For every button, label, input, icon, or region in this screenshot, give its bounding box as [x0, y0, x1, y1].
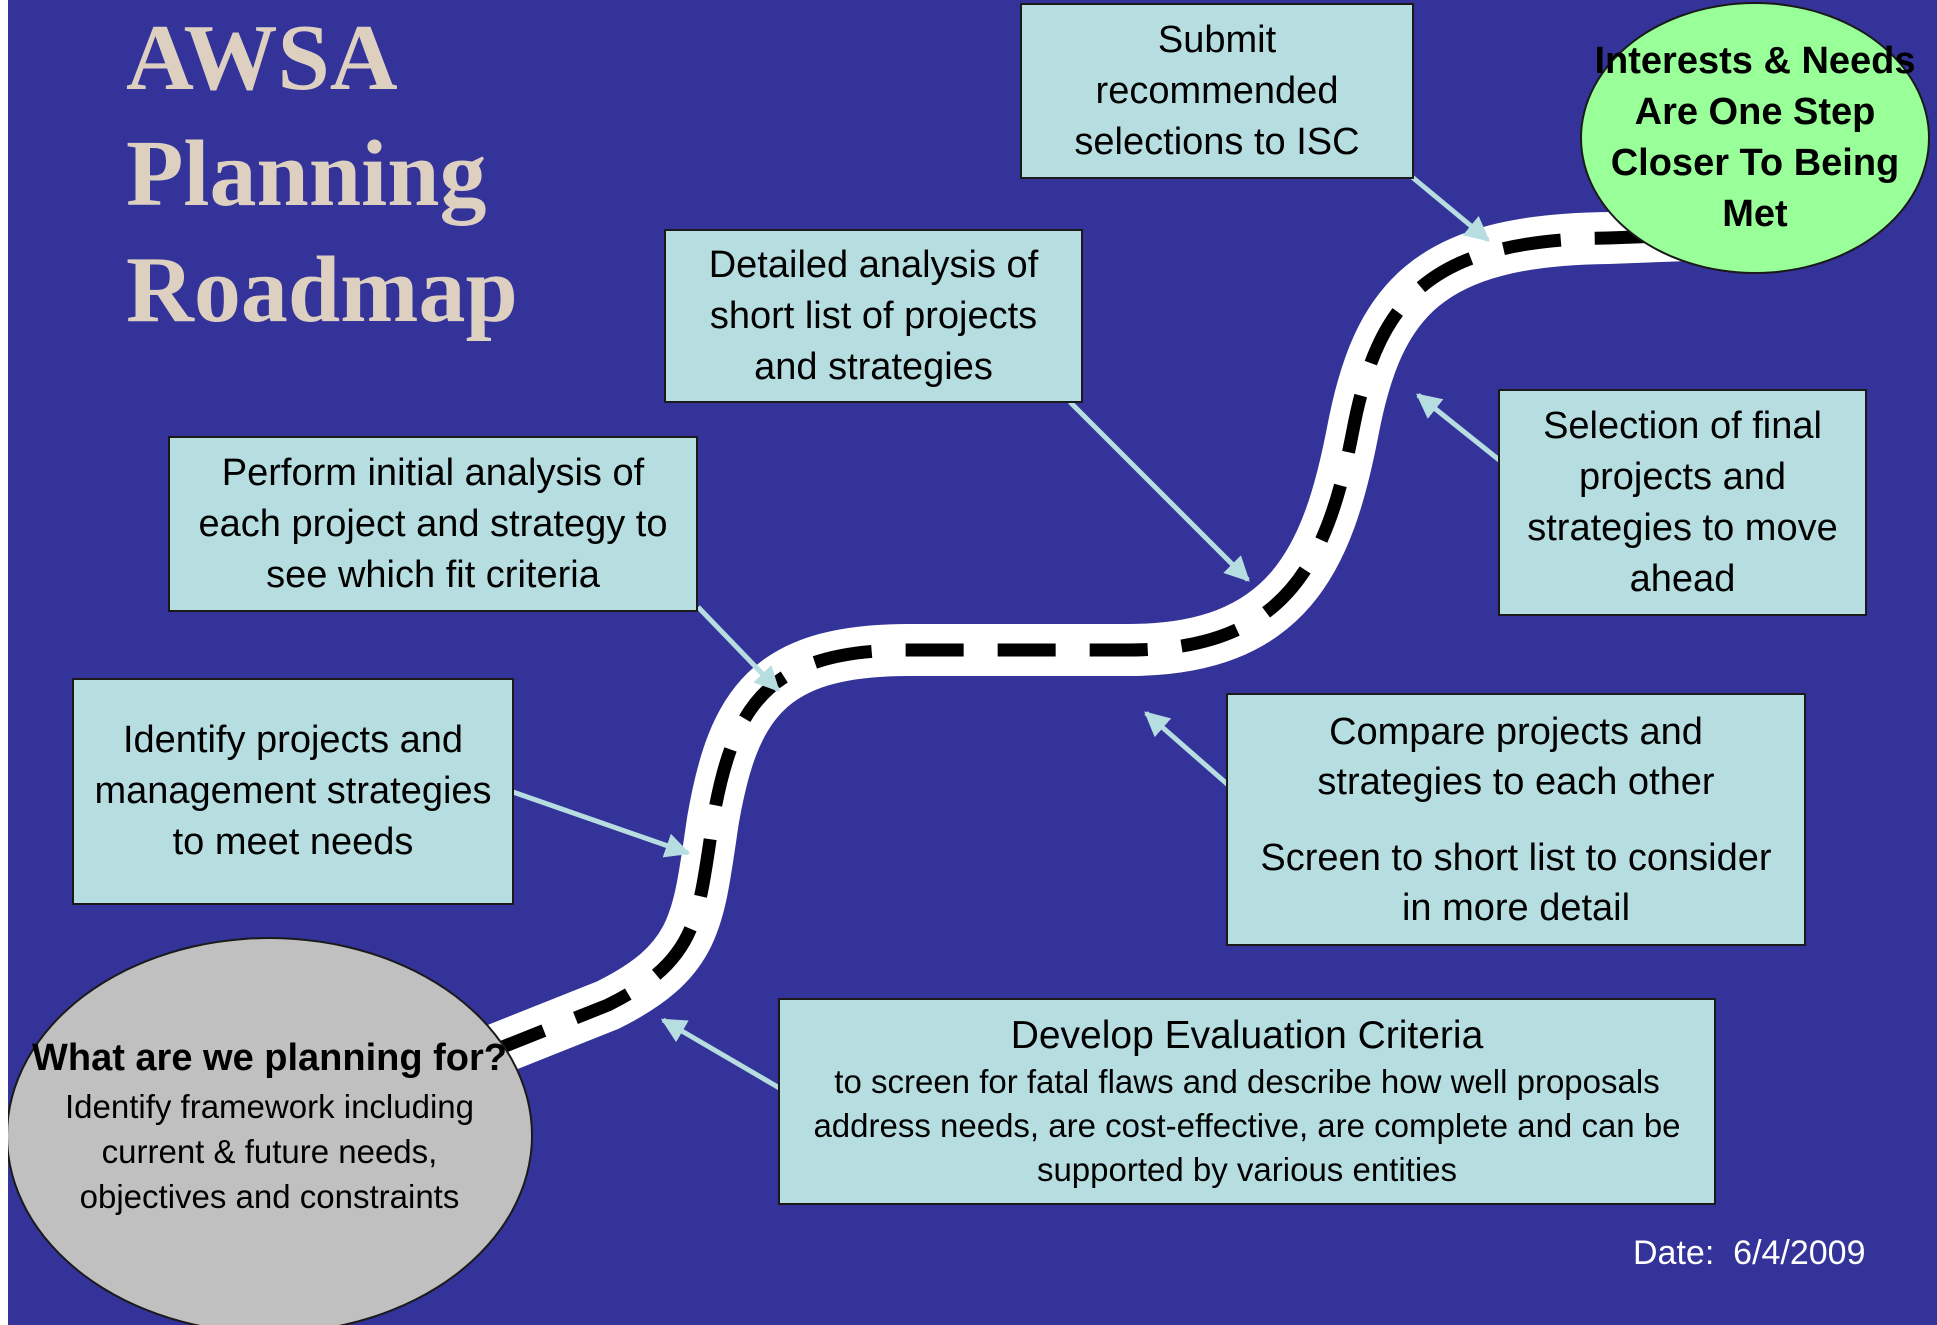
start-description: Identify framework including current & f…	[64, 1087, 475, 1215]
step-submit-text: Submit recommended selections to ISC	[1074, 18, 1360, 163]
goal-text: Interests & Needs Are One Step Closer To…	[1594, 40, 1916, 235]
slide-canvas: AWSA Planning Roadmap Submit recommended…	[8, 0, 1937, 1325]
step-initial-analysis-text: Perform initial analysis of each project…	[198, 451, 668, 596]
arrow-selection	[1416, 393, 1510, 469]
start-oval: What are we planning for? Identify frame…	[8, 937, 533, 1325]
roadmap-road	[480, 170, 1689, 1096]
arrow-compare	[1144, 711, 1236, 792]
step-detailed-analysis-text: Detailed analysis of short list of proje…	[708, 243, 1039, 388]
step-screen-text: Screen to short list to consider in more…	[1260, 836, 1772, 929]
arrow-identify	[512, 789, 691, 858]
goal-oval: Interests & Needs Are One Step Closer To…	[1580, 2, 1930, 274]
start-question: What are we planning for?	[31, 1036, 508, 1079]
step-selection-text: Selection of final projects and strategi…	[1527, 404, 1838, 600]
step-identify-text: Identify projects and management strateg…	[94, 719, 492, 863]
step-criteria-title: Develop Evaluation Criteria	[1010, 1013, 1484, 1057]
arrow-submit	[1404, 170, 1490, 242]
road-center-dashes	[487, 228, 1689, 1059]
slide-title: AWSA Planning Roadmap	[126, 6, 518, 342]
step-compare-box: Compare projects and strategies to each …	[1226, 693, 1806, 946]
step-identify-box: Identify projects and management strateg…	[72, 678, 514, 905]
step-initial-analysis-box: Perform initial analysis of each project…	[168, 436, 698, 612]
step-criteria-box: Develop Evaluation Criteria to screen fo…	[778, 998, 1716, 1205]
arrow-criteria	[660, 1017, 790, 1096]
step-criteria-description: to screen for fatal flaws and describe h…	[813, 1062, 1681, 1188]
arrow-detailed-analysis	[1068, 400, 1250, 582]
step-submit-box: Submit recommended selections to ISC	[1020, 3, 1414, 179]
step-detailed-analysis-box: Detailed analysis of short list of proje…	[664, 229, 1083, 403]
step-selection-box: Selection of final projects and strategi…	[1498, 389, 1867, 616]
arrow-initial-analysis	[696, 605, 780, 692]
date-label: Date: 6/4/2009	[1633, 1234, 1866, 1272]
step-compare-text: Compare projects and strategies to each …	[1317, 710, 1715, 803]
